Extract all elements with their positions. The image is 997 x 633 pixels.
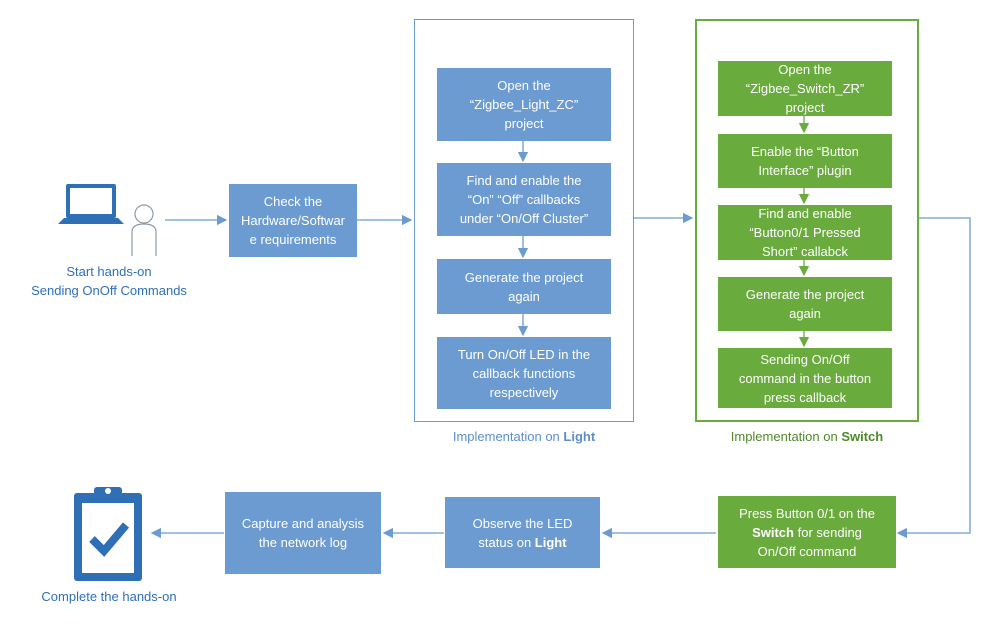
start-label: Start hands-on Sending OnOff Commands (14, 262, 204, 300)
switch-step-open: Open the “Zigbee_Switch_ZR” project (718, 61, 892, 116)
light-step-2-line-3: under “On/Off Cluster” (459, 211, 589, 226)
switch-step-5-line-3: press callback (763, 389, 847, 405)
switch-caption: Implementation on Switch (695, 429, 919, 445)
clipboard-check-icon (68, 485, 148, 585)
switch-step-1-line-3: project (785, 100, 825, 115)
start-line-1: Start hands-on (66, 264, 152, 279)
light-caption-prefix: Implementation on (452, 429, 564, 444)
light-step-4-line-1: Turn On/Off LED in the (457, 346, 591, 362)
press-line-2: Switch for sending (739, 523, 875, 542)
light-step-3-line-1: Generate the project (464, 269, 584, 285)
check-line-1: Check the (263, 194, 323, 209)
arrow-switch-to-press (896, 217, 971, 539)
switch-step-enable-plugin: Enable the “Button Interface” plugin (718, 134, 892, 188)
observe-line-1: Observe the LED (472, 515, 573, 531)
light-step-enable-callbacks: Find and enable the “On” “Off” callbacks… (437, 163, 611, 236)
capture-log-box: Capture and analysis the network log (225, 492, 381, 574)
switch-caption-bold: Switch (841, 429, 884, 444)
capture-line-2: the network log (258, 535, 348, 550)
switch-step-3-line-2: “Button0/1 Pressed (749, 225, 861, 240)
switch-step-1-line-1: Open the (778, 62, 832, 77)
switch-step-3-line-3: Short” callabck (762, 244, 848, 259)
light-step-turn-led: Turn On/Off LED in the callback function… (437, 337, 611, 409)
light-step-1-line-1: Open the (497, 78, 551, 93)
check-line-2: Hardware/Softwar (240, 213, 346, 228)
press-line-2-bold: Switch (752, 524, 794, 540)
switch-step-send-command: Sending On/Off command in the button pre… (718, 348, 892, 408)
light-caption-bold: Light (563, 429, 596, 444)
light-step-open: Open the “Zigbee_Light_ZC” project (437, 68, 611, 141)
light-step-3-line-2: again (508, 288, 540, 304)
light-step-generate: Generate the project again (437, 259, 611, 314)
observe-line-2-bold: Light (534, 534, 567, 550)
capture-line-1: Capture and analysis (241, 516, 365, 531)
observe-line-2-prefix: status on (478, 534, 535, 550)
light-step-4-line-3: respectively (489, 384, 559, 400)
check-line-3: e requirements (249, 232, 337, 247)
switch-implementation-frame (695, 19, 919, 422)
switch-step-1-line-2: “Zigbee_Switch_ZR” (745, 81, 865, 96)
press-button-box: Press Button 0/1 on the Switch for sendi… (718, 496, 896, 568)
switch-step-3-line-1: Find and enable (758, 206, 852, 221)
switch-caption-prefix: Implementation on (730, 429, 842, 444)
light-step-1-line-3: project (504, 116, 544, 131)
light-implementation-frame (414, 19, 634, 422)
observe-led-box: Observe the LED status on Light (445, 497, 600, 568)
start-line-2: Sending OnOff Commands (31, 283, 187, 298)
complete-label: Complete the hands-on (41, 589, 177, 604)
switch-step-2-line-2: Interface” plugin (758, 163, 852, 178)
light-step-4-line-2: callback functions (472, 365, 576, 381)
light-step-2-line-1: Find and enable the (466, 173, 582, 188)
switch-step-4-line-1: Generate the project (745, 287, 865, 302)
switch-step-generate: Generate the project again (718, 277, 892, 331)
switch-step-5-line-2: command in the button (738, 370, 872, 386)
switch-step-5-line-1: Sending On/Off (760, 351, 850, 367)
light-step-1-line-2: “Zigbee_Light_ZC” (469, 97, 579, 112)
press-line-3: On/Off command (757, 543, 857, 559)
switch-step-2-line-1: Enable the “Button (751, 144, 859, 159)
switch-step-4-line-2: again (789, 306, 821, 321)
laptop-user-icon (58, 178, 162, 258)
light-caption: Implementation on Light (414, 429, 634, 445)
switch-step-enable-callback: Find and enable “Button0/1 Pressed Short… (718, 205, 892, 260)
press-line-2-rest: for sending (793, 524, 862, 540)
observe-line-2: status on Light (473, 533, 573, 552)
press-line-1: Press Button 0/1 on the (739, 505, 875, 521)
light-step-2-line-2: “On” “Off” callbacks (467, 192, 581, 207)
check-requirements-box: Check the Hardware/Softwar e requirement… (229, 184, 357, 257)
